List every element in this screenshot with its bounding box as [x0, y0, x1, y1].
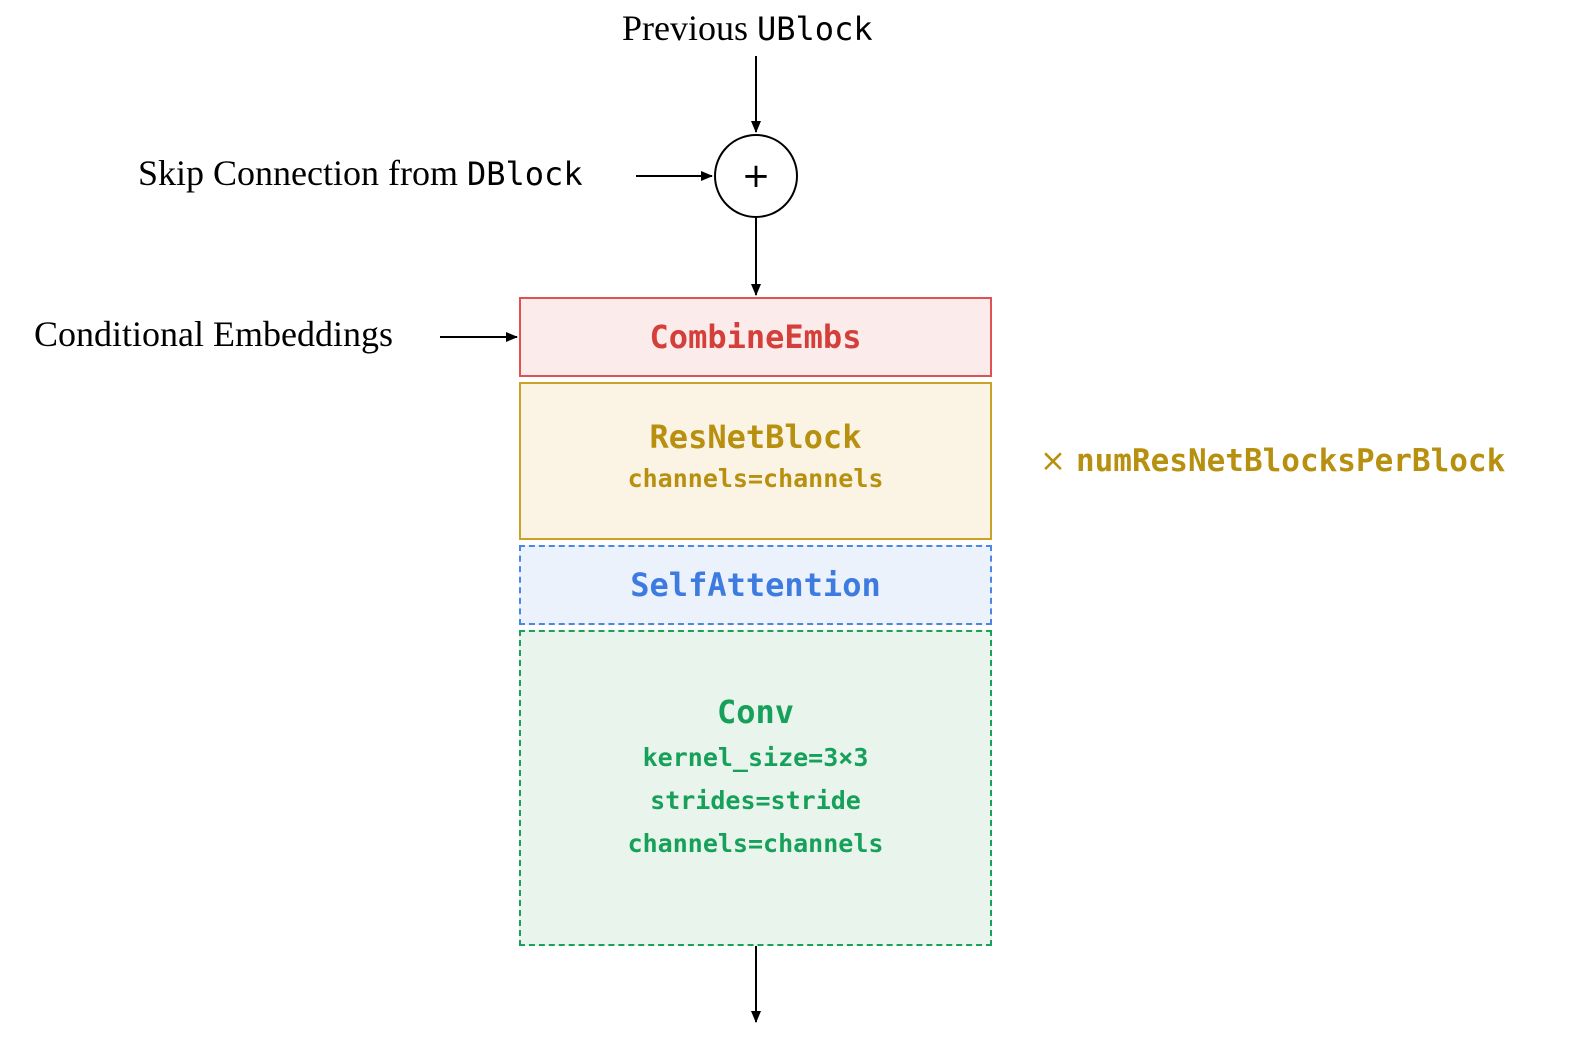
repeat-count-name: numResNetBlocksPerBlock: [1075, 443, 1506, 479]
conv-param-channels: channels=channels: [627, 828, 884, 858]
plus-icon: +: [741, 156, 771, 196]
skip-connection-label: Skip Connection from DBlock: [138, 153, 583, 194]
combine-embs-title: CombineEmbs: [649, 318, 862, 356]
resnet-title: ResNetBlock: [649, 417, 862, 456]
previous-ublock-code: UBlock: [757, 10, 873, 48]
resnet-block: ResNetBlock channels=channels: [519, 382, 992, 540]
previous-ublock-prefix: Previous: [622, 8, 757, 48]
conv-title: Conv: [716, 692, 795, 731]
previous-ublock-label: Previous UBlock: [622, 8, 873, 49]
self-attention-title: SelfAttention: [630, 566, 881, 604]
times-icon: ×: [1040, 443, 1066, 479]
self-attention-block: SelfAttention: [519, 545, 992, 625]
conditional-embeddings-label: Conditional Embeddings: [34, 314, 393, 354]
adder-circle: [714, 134, 798, 218]
repeat-count-label: ×numResNetBlocksPerBlock: [1040, 441, 1505, 481]
conv-block: Conv kernel_size=3×3 strides=stride chan…: [519, 630, 992, 946]
combine-embs-block: CombineEmbs: [519, 297, 992, 377]
resnet-param-channels: channels=channels: [627, 463, 884, 493]
conv-param-kernel-size: kernel_size=3×3: [642, 742, 869, 772]
skip-connection-prefix: Skip Connection from: [138, 153, 467, 193]
skip-connection-code: DBlock: [466, 155, 583, 193]
conv-param-strides: strides=stride: [650, 785, 861, 815]
